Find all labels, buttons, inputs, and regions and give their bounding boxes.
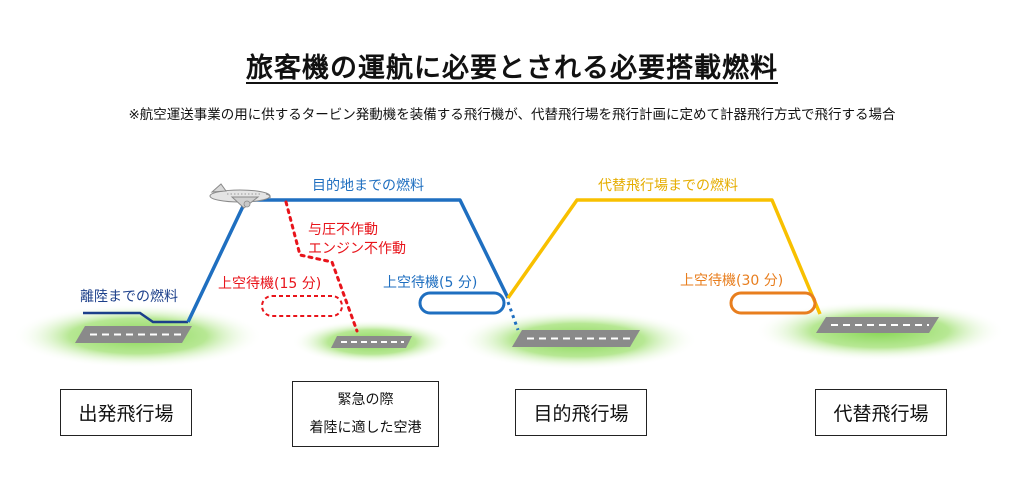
airplane-icon — [209, 183, 271, 209]
emergency-airport-line2: 着陸に適した空港 — [309, 420, 422, 436]
holding-5-oval — [418, 291, 506, 315]
runway-destination — [512, 330, 640, 347]
destination-airport-label: 目的飛行場 — [533, 403, 629, 425]
emergency-airport-box: 緊急の際 着陸に適した空港 — [292, 381, 439, 447]
destination-approach-dotted — [506, 301, 520, 331]
holding-15-label: 上空待機(15 分) — [218, 276, 322, 292]
holding-30-label: 上空待機(30 分) — [680, 273, 784, 289]
destination-airport-box: 目的飛行場 — [515, 389, 647, 436]
alternate-fuel-label: 代替飛行場までの燃料 — [598, 178, 738, 194]
page-subtitle: ※航空運送事業の用に供するタービン発動機を装備する飛行機が、代替飛行場を飛行計画… — [128, 107, 896, 123]
holding-30-oval — [729, 291, 817, 315]
departure-airport-box: 出発飛行場 — [60, 389, 192, 436]
pressurization-failure-label: 与圧不作動 — [308, 222, 378, 238]
alternate-airport-box: 代替飛行場 — [815, 389, 947, 436]
destination-fuel-label: 目的地までの燃料 — [312, 178, 424, 194]
destination-flight-path — [186, 198, 510, 323]
emergency-diversion-path — [284, 200, 359, 333]
runway-departure — [75, 326, 192, 343]
holding-15-oval — [261, 295, 343, 317]
departure-airport-label: 出発飛行場 — [78, 403, 174, 425]
taxi-fuel-line — [83, 311, 188, 324]
page-title: 旅客機の運航に必要とされる必要搭載燃料 — [246, 53, 778, 84]
takeoff-fuel-label: 離陸までの燃料 — [80, 289, 178, 305]
holding-5-label: 上空待機(5 分) — [383, 275, 478, 291]
runway-alternate — [816, 317, 939, 333]
engine-failure-label: エンジン不作動 — [308, 241, 406, 257]
emergency-airport-line1: 緊急の際 — [337, 392, 394, 408]
runway-emergency — [331, 336, 412, 348]
alternate-airport-label: 代替飛行場 — [833, 403, 929, 425]
alternate-flight-path — [506, 198, 822, 315]
